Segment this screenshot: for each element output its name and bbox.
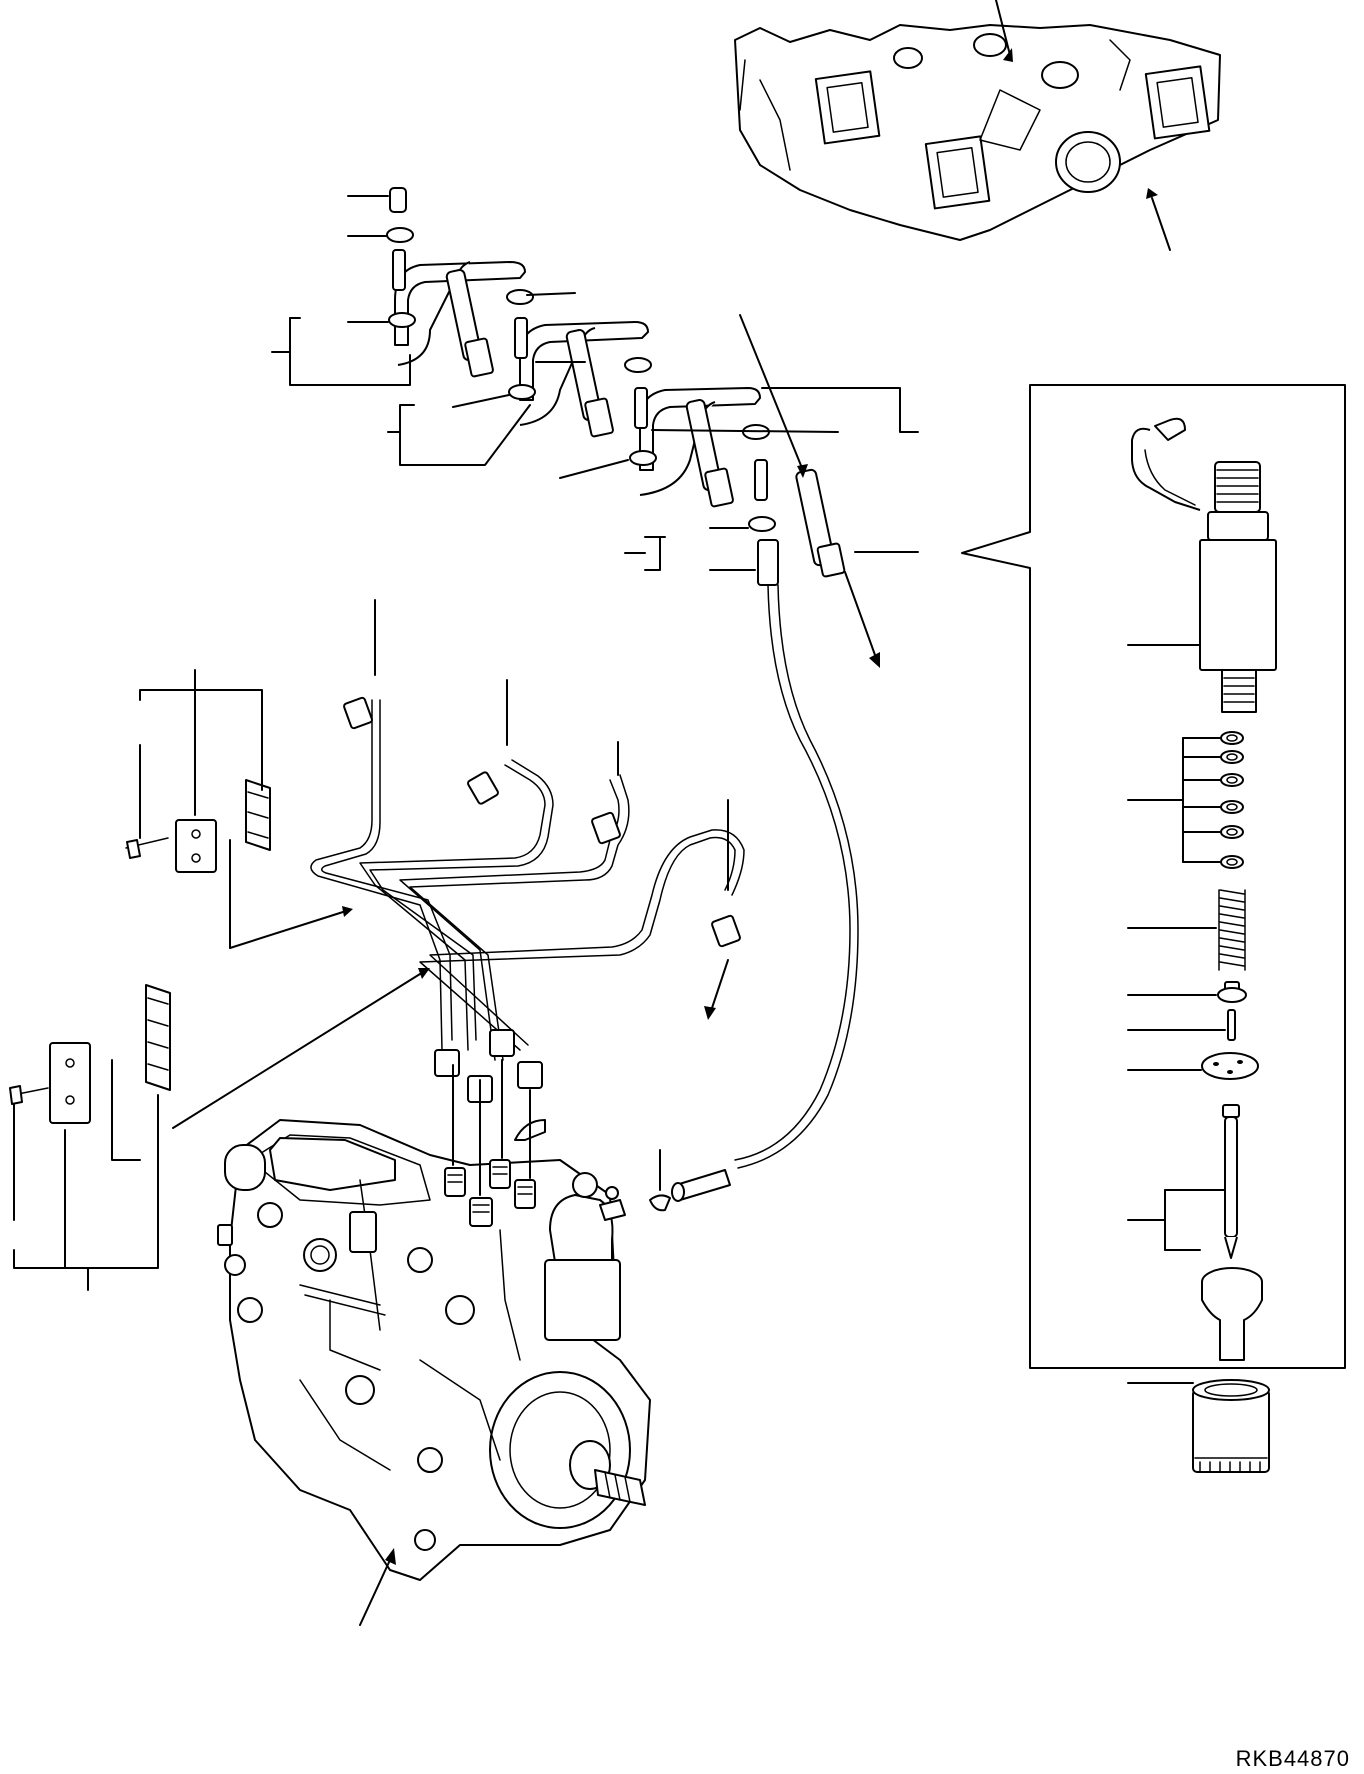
- drawing-reference-code: RKB44870: [1236, 1746, 1350, 1771]
- nozzle-holder-2: [566, 329, 614, 437]
- cylinder-head: [735, 25, 1220, 240]
- injection-pipes: [311, 697, 744, 1102]
- leak-off-pipe-assembly: [387, 188, 858, 1168]
- injector-detail-box: [962, 385, 1345, 1472]
- clamp-lower: [10, 985, 170, 1123]
- nozzle-holder-1: [446, 269, 494, 377]
- nozzle-holder-3: [686, 399, 734, 507]
- nozzle-holder-4: [795, 469, 844, 577]
- clamp-upper: [126, 780, 270, 872]
- injection-pump: [218, 1120, 730, 1580]
